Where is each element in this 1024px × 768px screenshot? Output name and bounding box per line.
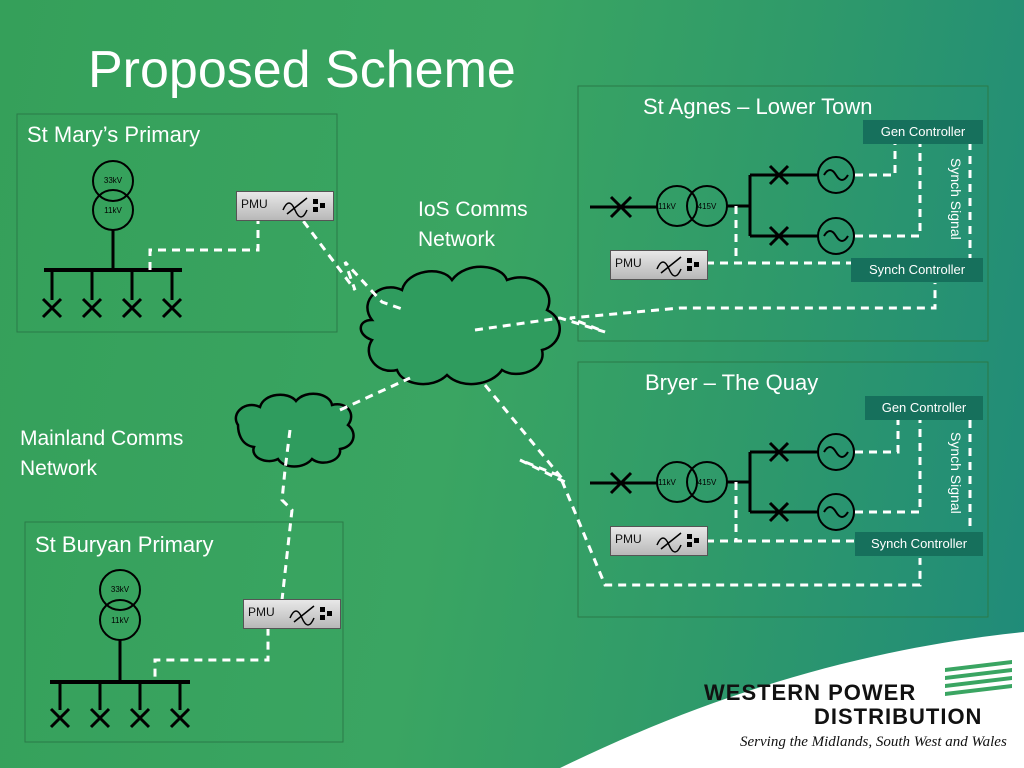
bryer-hv-label: 11kV — [658, 478, 676, 487]
pmu-wave-icon — [289, 605, 332, 626]
bryer-lv-label: 415V — [698, 478, 717, 487]
st-agnes-lv-label: 415V — [698, 202, 717, 211]
box-bryer — [577, 361, 989, 618]
st-buryan-title: St Buryan Primary — [35, 532, 214, 557]
st-marys-circuit — [41, 160, 183, 319]
st-marys-title: St Mary’s Primary — [27, 122, 201, 147]
bryer-pmu: PMU — [610, 526, 708, 556]
pmu-label: PMU — [615, 256, 642, 270]
st-agnes-gen-controller: Gen Controller — [863, 120, 983, 144]
mainland-network-label: Mainland Comms Network — [20, 424, 183, 484]
pmu-wave-icon — [282, 197, 325, 218]
swoosh — [560, 632, 1024, 768]
bryer-circuit — [590, 433, 855, 531]
logo-mark — [945, 660, 1012, 696]
st-buryan-circuit — [49, 569, 191, 729]
logo-tagline: Serving the Midlands, South West and Wal… — [740, 734, 1007, 750]
pmu-wave-icon — [656, 256, 699, 277]
st-agnes-title: St Agnes – Lower Town — [643, 94, 873, 119]
box-st-agnes — [577, 85, 989, 342]
page-title: Proposed Scheme — [88, 41, 516, 99]
logo-line1: WESTERN POWER — [704, 680, 917, 705]
st-buryan-lv-label: 11kV — [111, 616, 129, 625]
st-marys-hv-label: 33kV — [104, 176, 123, 185]
st-marys-pmu: PMU — [236, 191, 334, 221]
pmu-label: PMU — [241, 197, 268, 211]
mainland-network-line2: Network — [20, 457, 98, 480]
st-agnes-circuit — [590, 156, 855, 255]
mainland-cloud — [234, 392, 355, 468]
mainland-network-line1: Mainland Comms — [20, 427, 184, 450]
st-marys-lv-label: 11kV — [104, 206, 122, 215]
ios-network-line2: Network — [418, 228, 496, 251]
ios-cloud — [359, 265, 561, 386]
st-agnes-pmu: PMU — [610, 250, 708, 280]
st-buryan-pmu: PMU — [243, 599, 341, 629]
bryer-synch-signal: Synch Signal — [948, 432, 964, 514]
box-st-marys — [16, 113, 338, 333]
logo-line2: DISTRIBUTION — [814, 704, 983, 729]
pmu-label: PMU — [248, 605, 275, 619]
st-agnes-synch-controller: Synch Controller — [851, 258, 983, 282]
st-agnes-synch-signal: Synch Signal — [948, 158, 964, 240]
bryer-synch-controller: Synch Controller — [855, 532, 983, 556]
bryer-gen-controller: Gen Controller — [865, 396, 983, 420]
st-agnes-hv-label: 11kV — [658, 202, 676, 211]
pmu-label: PMU — [615, 532, 642, 546]
ios-network-label: IoS Comms Network — [418, 195, 528, 255]
bryer-title: Bryer – The Quay — [645, 370, 819, 395]
pmu-wave-icon — [656, 532, 699, 553]
box-st-buryan — [24, 521, 344, 743]
st-buryan-hv-label: 33kV — [111, 585, 130, 594]
ios-network-line1: IoS Comms — [418, 198, 528, 221]
